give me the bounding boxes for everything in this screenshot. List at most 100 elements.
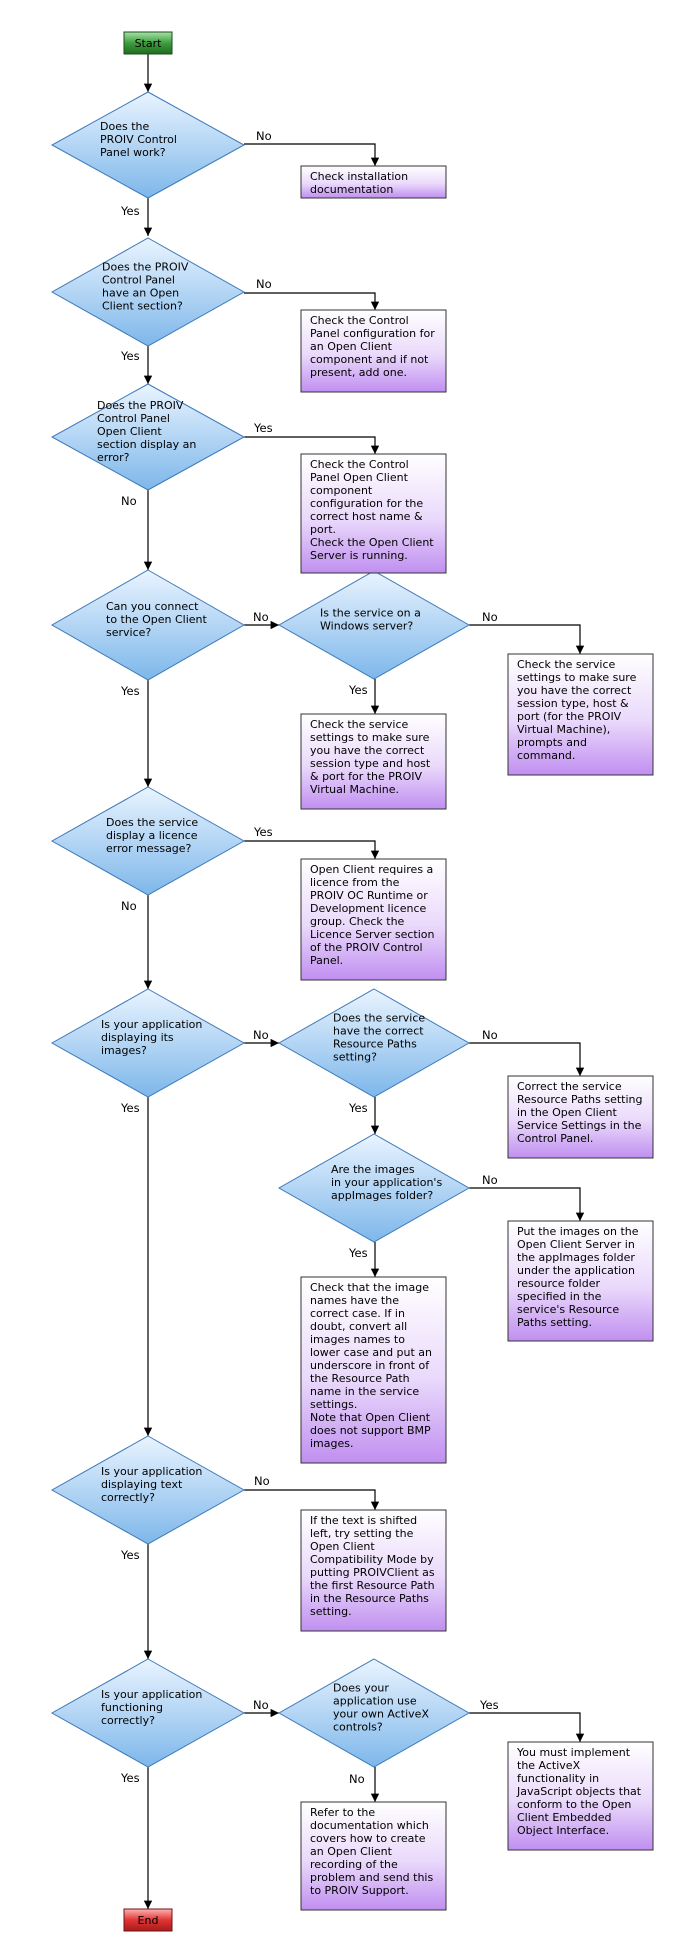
action-text-line: Service Settings in the [517, 1119, 642, 1132]
action-text-line: Resource Paths setting [517, 1093, 642, 1106]
edge-d2-yes-to-d3: Yes [120, 346, 153, 384]
action-text-line: If the text is shifted [310, 1514, 417, 1527]
edge-d6c-yes-to-a6d: Yes [348, 1242, 380, 1277]
action-text-line: an Open Client [310, 340, 393, 353]
decision-text-line: display a licence [106, 829, 198, 842]
action-box [300, 1276, 447, 1464]
action-text-line: Control Panel. [517, 1132, 593, 1145]
decision-text-line: Does the PROIV [102, 261, 189, 274]
action-text-line: you have the correct [310, 744, 425, 757]
action-text-line: the first Resource Path [310, 1579, 435, 1592]
decision-diamond [50, 988, 246, 1098]
action-text-line: Put the images on the [517, 1225, 639, 1238]
edge-label-no: No [121, 899, 137, 913]
decision-text-line: Resource Paths [333, 1038, 417, 1051]
action-text-line: session type, host & [517, 697, 629, 710]
decision-diamond [50, 1435, 246, 1545]
edge-label-yes: Yes [348, 683, 368, 697]
decision-text-line: functioning [101, 1701, 163, 1714]
edge-label-no: No [482, 610, 498, 624]
edge-d8b-no-to-a8a: No [349, 1767, 380, 1802]
action-text-line: Virtual Machine. [310, 783, 399, 796]
decision-text-line: Is your application [101, 1465, 202, 1478]
action-text-line: Client Embedded [517, 1811, 611, 1824]
action-text-line: doubt, convert all [310, 1320, 407, 1333]
action-text-line: Object Interface. [517, 1824, 609, 1837]
decision-diamond [50, 786, 246, 896]
edge-d5-yes-to-a5: Yes [244, 825, 380, 859]
action-text-line: Open Client [310, 1540, 375, 1553]
edge-label-yes: Yes [253, 825, 273, 839]
action-text-line: licence from the [310, 876, 400, 889]
action-text-line: correct host name & [310, 510, 423, 523]
decision-diamond [50, 383, 246, 491]
edge-label-yes: Yes [253, 421, 273, 435]
action-text-line: the Resource Path [310, 1372, 410, 1385]
action-box [300, 713, 447, 810]
action-text-line: prompts and [517, 736, 587, 749]
decision-text-line: section display an [97, 438, 196, 451]
decision-text-line: Panel work? [100, 146, 166, 159]
action-text-line: You must implement [516, 1746, 631, 1759]
action-text-line: settings to make sure [517, 671, 637, 684]
decision-text-line: controls? [333, 1721, 383, 1734]
edge-d7-no-to-a7: No [244, 1474, 380, 1510]
action-text-line: Panel configuration for [310, 327, 435, 340]
decision-text-line: Does the PROIV [97, 399, 184, 412]
action-text-line: resource folder [517, 1277, 600, 1290]
action-text-line: settings. [310, 1398, 357, 1411]
action-text-line: documentation [310, 183, 393, 196]
edge-d6-no-to-d6b: No [244, 1028, 279, 1048]
decision-text-line: Open Client [97, 425, 162, 438]
action-text-line: Paths setting. [517, 1316, 592, 1329]
edge-d6c-no-to-a6c: No [469, 1173, 585, 1221]
edge-label-no: No [254, 1474, 270, 1488]
edge-label-yes: Yes [120, 349, 140, 363]
edge-label-no: No [253, 1028, 269, 1042]
decision-text-line: displaying text [101, 1478, 183, 1491]
action-text-line: Panel. [310, 954, 343, 967]
edge-d6-yes-to-d7: Yes [120, 1097, 153, 1436]
action-box [507, 1075, 654, 1159]
action-text-line: an Open Client [310, 1845, 393, 1858]
action-text-line: recording of the [310, 1858, 398, 1871]
action-text-line: settings to make sure [310, 731, 430, 744]
decision-text-line: Is your application [101, 1688, 202, 1701]
action-text-line: Licence Server section [310, 928, 434, 941]
decision-diamond [50, 1658, 246, 1768]
action-text-line: Compatibility Mode by [310, 1553, 434, 1566]
end-terminal: End [123, 1908, 173, 1932]
action-text-line: setting. [310, 1605, 352, 1618]
edge-d8-no-to-d8b: No [244, 1698, 279, 1718]
decision-text-line: Can you connect [106, 600, 199, 613]
action-text-line: Check the service [517, 658, 616, 671]
action-text-line: component [310, 484, 373, 497]
action-text-line: to PROIV Support. [310, 1884, 409, 1897]
edge-d7-yes-to-d8: Yes [120, 1544, 153, 1659]
end-label: End [138, 1914, 159, 1927]
action-text-line: configuration for the [310, 497, 423, 510]
decision-diamond [277, 1133, 471, 1243]
action-text-line: left, try setting the [310, 1527, 414, 1540]
edge-d8b-yes-to-a8b: Yes [469, 1698, 585, 1742]
edge-label-yes: Yes [479, 1698, 499, 1712]
start-label: Start [135, 37, 163, 50]
action-box [300, 858, 447, 981]
decision-text-line: displaying its [101, 1031, 174, 1044]
edge-label-no: No [121, 494, 137, 508]
action-text-line: lower case and put an [310, 1346, 432, 1359]
